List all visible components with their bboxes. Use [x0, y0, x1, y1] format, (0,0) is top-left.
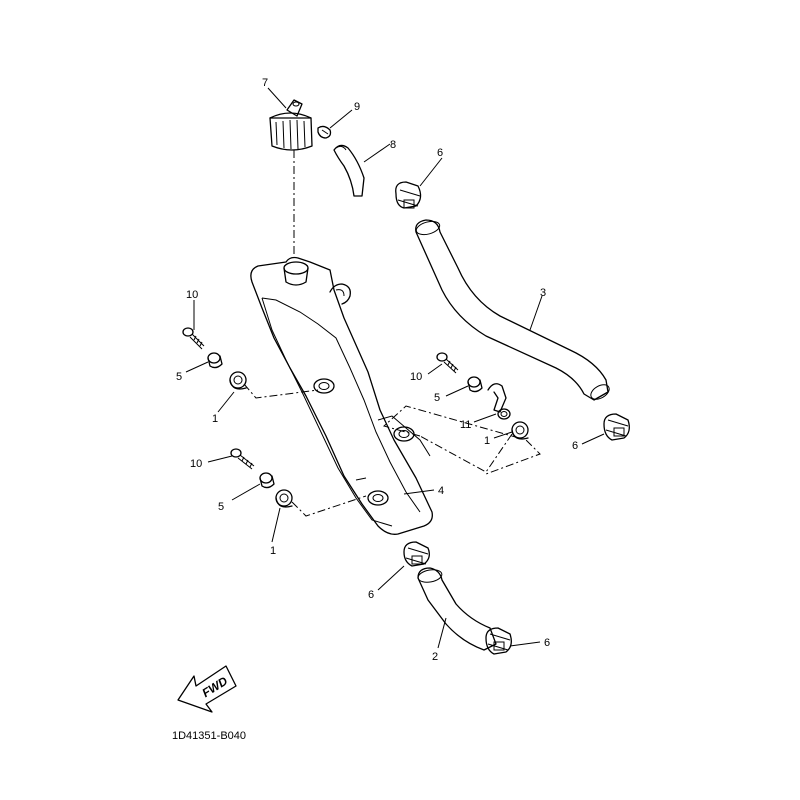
hose-guide-bracket [487, 383, 511, 420]
breather-hose [333, 144, 365, 197]
collar-upper-left [207, 352, 223, 369]
radiator-cap [269, 99, 313, 151]
callout-6-bottom: 6 [544, 637, 550, 649]
hose-clamp-lower [403, 541, 430, 567]
callout-2: 2 [432, 651, 438, 663]
leader-lines [185, 87, 605, 649]
diagram-code: 1D41351-B040 [172, 730, 246, 742]
grommet-right [511, 421, 529, 440]
callout-4: 4 [438, 485, 444, 497]
align-line-upper-left [243, 383, 319, 399]
callout-9: 9 [354, 101, 360, 113]
bolt-right [436, 352, 459, 374]
callout-6-top: 6 [437, 147, 443, 159]
callout-3: 3 [540, 287, 546, 299]
callout-5-lower: 5 [218, 501, 224, 513]
grommet-upper-left [229, 371, 247, 390]
callout-10-right: 10 [410, 371, 422, 383]
align-line-right [382, 405, 541, 475]
callout-11: 11 [460, 419, 471, 431]
hose-clip-small [317, 125, 332, 139]
callout-6-lower: 6 [368, 589, 374, 601]
bolt-upper-left [182, 327, 205, 350]
callout-10-upper: 10 [186, 289, 198, 301]
callout-10-lower: 10 [190, 458, 202, 470]
lower-radiator-hose [417, 567, 497, 651]
fwd-label: FWD [200, 674, 231, 701]
callout-1-right: 1 [484, 435, 490, 447]
callout-1-upper: 1 [212, 413, 218, 425]
callout-5-upper: 5 [176, 371, 182, 383]
hose-clamp-bottom [485, 627, 512, 655]
forward-arrow: FWD [177, 665, 237, 713]
align-line-lower-left [291, 495, 367, 517]
callout-7: 7 [262, 77, 268, 89]
callout-5-right: 5 [434, 392, 440, 404]
callout-6-right: 6 [572, 440, 578, 452]
upper-radiator-hose [415, 219, 610, 401]
collar-lower-left [259, 472, 275, 489]
callout-8: 8 [390, 139, 396, 151]
callout-1-lower: 1 [270, 545, 276, 557]
collar-right [467, 376, 483, 393]
bolt-lower-left [230, 448, 255, 470]
hose-clamp-right [603, 413, 630, 441]
hose-clamp-top [395, 181, 422, 209]
grommet-lower-left [275, 489, 293, 508]
